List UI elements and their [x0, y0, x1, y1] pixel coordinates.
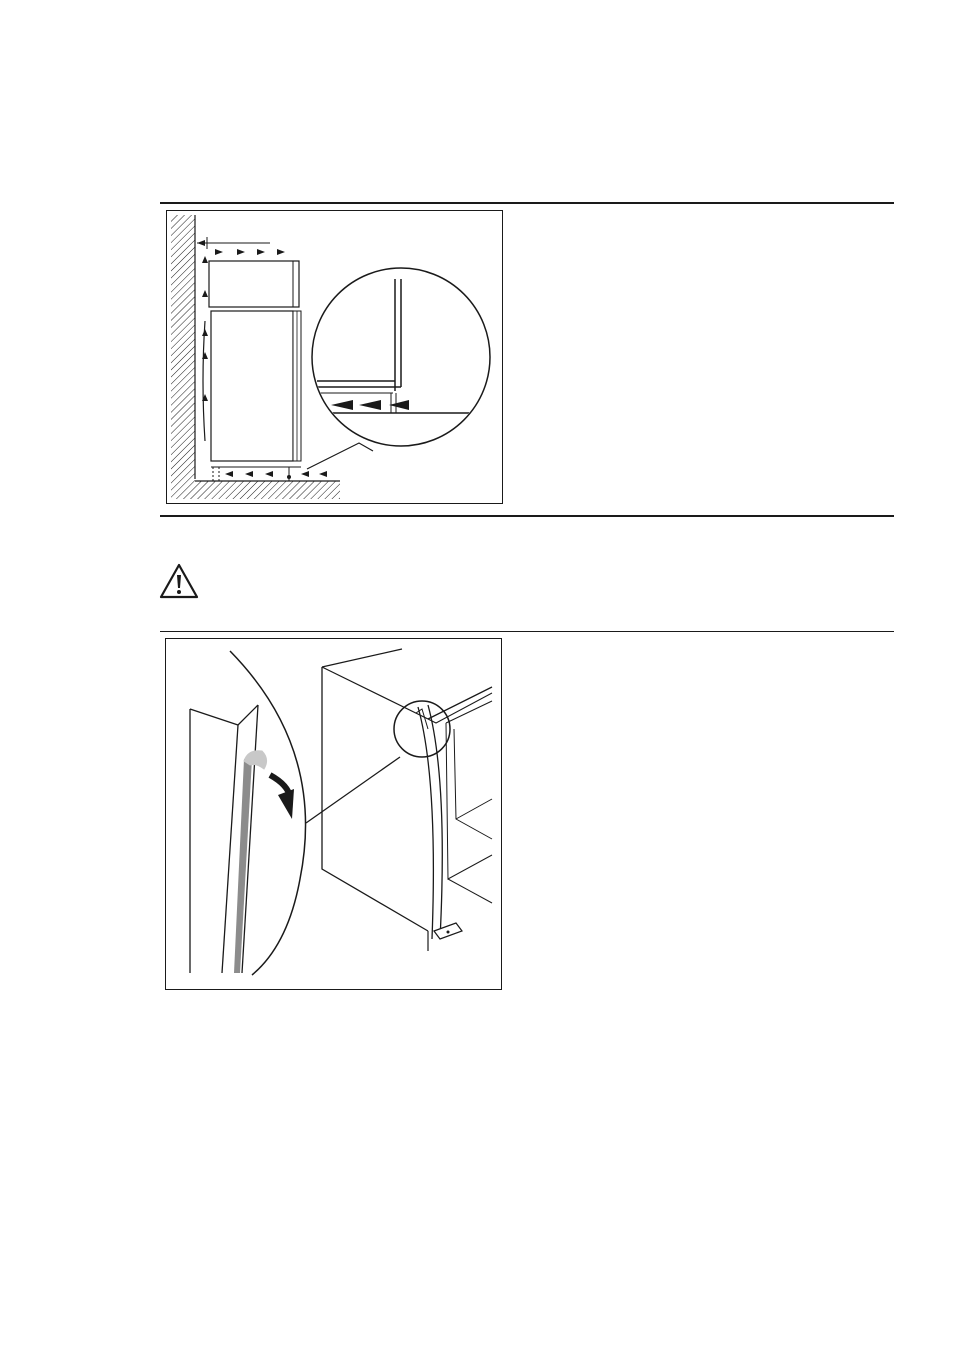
seal-tape-strip [234, 759, 252, 973]
door-seal-diagram [165, 638, 502, 990]
cabinet-outline [322, 667, 428, 931]
wall-hatch [171, 215, 195, 499]
ventilation-diagram [166, 210, 503, 504]
door-seal-diagram-drawing [166, 639, 501, 989]
floor-hatch [195, 481, 340, 499]
ventilation-diagram-drawing [167, 211, 502, 503]
section-rule-lower [160, 631, 894, 632]
section-rule-middle [160, 515, 894, 517]
bottom-airflow-arrows [225, 471, 327, 477]
top-airflow-arrows [215, 249, 285, 255]
warning-triangle-icon [158, 562, 200, 600]
upper-cabinet [209, 261, 299, 307]
section-rule-top [160, 202, 894, 204]
appliance-body [211, 311, 293, 461]
